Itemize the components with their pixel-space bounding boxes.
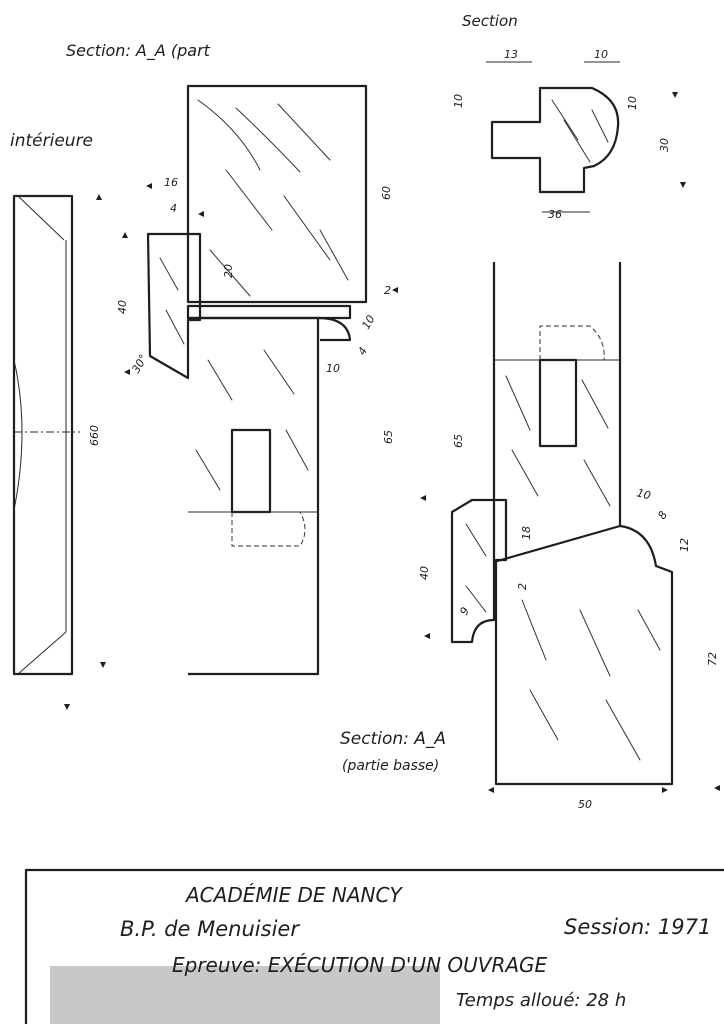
dim-65-right: 65 bbox=[452, 434, 465, 448]
dim-2-right: 2 bbox=[516, 583, 529, 590]
dim-10-profile-right: 10 bbox=[626, 96, 639, 110]
dim-10-right: 10 bbox=[635, 486, 652, 502]
title-academy: ACADÉMIE DE NANCY bbox=[184, 883, 403, 907]
dim-50: 50 bbox=[578, 798, 592, 811]
dim-12: 12 bbox=[678, 538, 691, 552]
dim-36: 36 bbox=[548, 208, 562, 221]
left-section bbox=[146, 84, 368, 676]
title-block: ACADÉMIE DE NANCY B.P. de Menuisier Sess… bbox=[24, 868, 724, 1024]
dim-4: 4 bbox=[170, 202, 177, 215]
heading-section-top-right: Section bbox=[462, 12, 518, 30]
left-elevation bbox=[12, 194, 80, 676]
dim-10-top: 10 bbox=[594, 48, 608, 61]
dim-20: 20 bbox=[222, 264, 235, 278]
title-diploma: B.P. de Menuisier bbox=[120, 917, 300, 941]
dim-8: 8 bbox=[655, 509, 670, 522]
dim-30-deg: 30° bbox=[129, 352, 150, 375]
dim-660: 660 bbox=[88, 425, 101, 446]
dim-2-left: 2 bbox=[384, 284, 391, 297]
dim-16: 16 bbox=[164, 176, 178, 189]
dim-9: 9 bbox=[457, 605, 472, 618]
dim-40-left: 40 bbox=[116, 300, 129, 314]
dim-4-left: 4 bbox=[355, 345, 370, 358]
dim-13: 13 bbox=[504, 48, 518, 61]
heading-section-top-left: Section: A_A (part bbox=[66, 41, 211, 61]
dim-18: 18 bbox=[520, 526, 533, 540]
dim-40-right: 40 bbox=[418, 566, 431, 580]
dim-72: 72 bbox=[706, 652, 719, 666]
right-section bbox=[450, 262, 674, 786]
dim-10-left: 10 bbox=[359, 313, 377, 332]
dim-30-profile: 30 bbox=[658, 138, 671, 152]
heading-section-main-sub: (partie basse) bbox=[342, 758, 439, 774]
dim-10-profile-left: 10 bbox=[452, 94, 465, 108]
title-exam: Epreuve: EXÉCUTION D'UN OUVRAGE bbox=[172, 953, 548, 977]
heading-section-main: Section: A_A bbox=[340, 729, 446, 749]
title-time: Temps alloué: 28 h bbox=[456, 990, 626, 1011]
dimension-arrows bbox=[64, 92, 720, 793]
dim-60: 60 bbox=[380, 186, 393, 200]
scanned-shadow bbox=[50, 966, 440, 1024]
top-profile bbox=[486, 61, 620, 213]
dim-65-left: 65 bbox=[382, 430, 395, 444]
dim-10-left-b: 10 bbox=[326, 362, 340, 375]
heading-left-view: intérieure bbox=[10, 131, 93, 151]
title-session: Session: 1971 bbox=[564, 915, 711, 939]
